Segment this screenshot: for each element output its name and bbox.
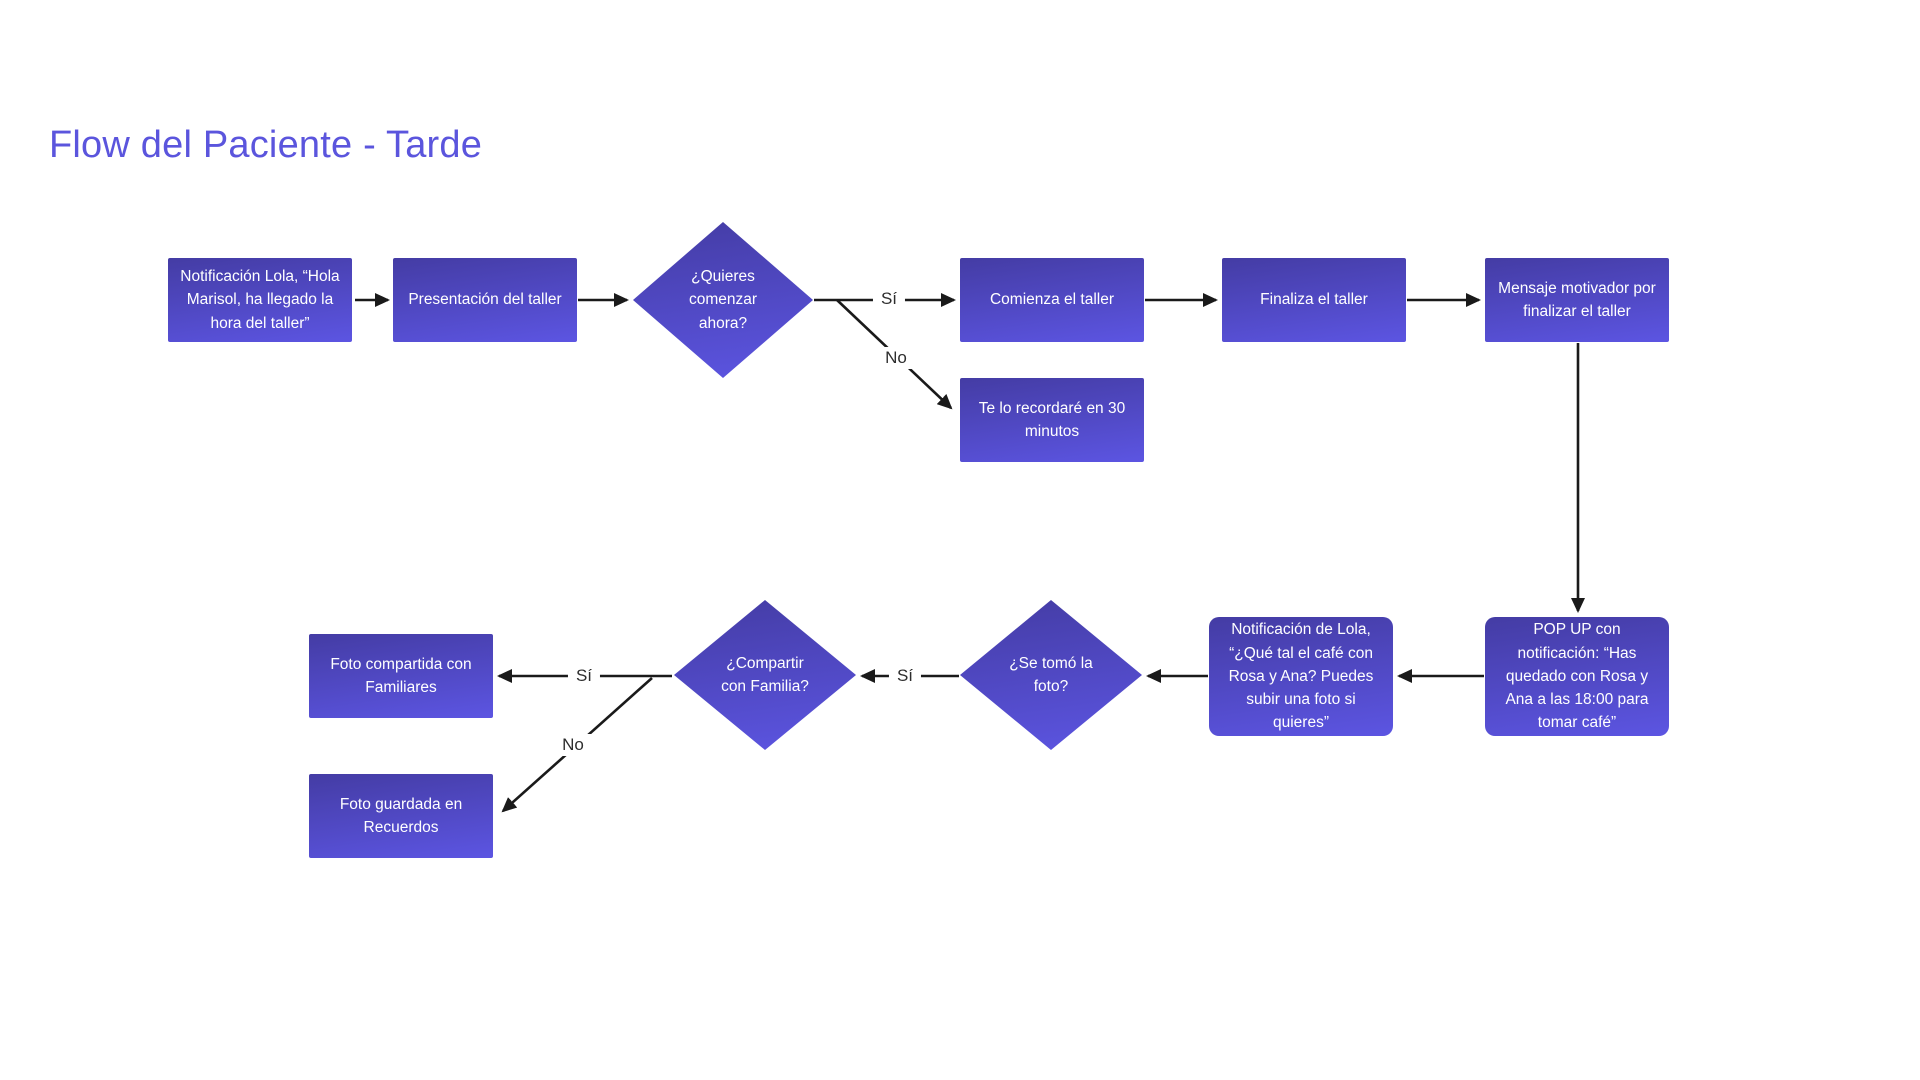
node-foto-guardada: Foto guardada en Recuerdos [309,774,493,858]
page-title: Flow del Paciente - Tarde [49,124,483,166]
node-decision-compartir-familia: ¿Compartir con Familia? [674,600,856,750]
node-label: POP UP con notificación: “Has quedado co… [1505,621,1649,732]
node-decision-se-tomo-foto: ¿Se tomó la foto? [960,600,1142,750]
edge-label-si: Sí [872,288,906,310]
edge-label-no: No [554,734,592,756]
edge-label-si: Sí [567,665,601,687]
node-presentacion-taller: Presentación del taller [393,258,577,342]
node-label: Notificación de Lola, “¿Qué tal el café … [1228,621,1374,732]
node-comienza-taller: Comienza el taller [960,258,1144,342]
node-foto-compartida: Foto compartida con Familiares [309,634,493,718]
node-label: Mensaje motivador por finalizar el talle… [1498,279,1656,320]
node-notificacion-taller: Notificación Lola, “Hola Marisol, ha lle… [168,258,352,342]
node-decision-quieres-comenzar: ¿Quieres comenzar ahora? [633,222,813,378]
node-mensaje-motivador: Mensaje motivador por finalizar el talle… [1485,258,1669,342]
node-label: Comienza el taller [989,291,1115,309]
node-notificacion-cafe: Notificación de Lola, “¿Qué tal el café … [1209,617,1393,736]
node-te-lo-recordare: Te lo recordaré en 30 minutos [960,378,1144,462]
edge-label-si: Sí [888,665,922,687]
node-finaliza-taller: Finaliza el taller [1222,258,1406,342]
edge-label-no: No [877,347,915,369]
node-label: ¿Compartir con Familia? [721,654,809,695]
node-label: ¿Se tomó la foto? [1009,654,1093,695]
node-popup-cafe: POP UP con notificación: “Has quedado co… [1485,617,1669,736]
node-label: Finaliza el taller [1260,291,1368,309]
node-label: Te lo recordaré en 30 minutos [978,399,1126,440]
node-label: Foto compartida con Familiares [330,655,472,696]
node-label: Notificación Lola, “Hola Marisol, ha lle… [180,268,340,332]
node-label: Presentación del taller [408,291,562,309]
node-label: Foto guardada en Recuerdos [339,795,463,836]
node-label: ¿Quieres comenzar ahora? [688,268,758,332]
